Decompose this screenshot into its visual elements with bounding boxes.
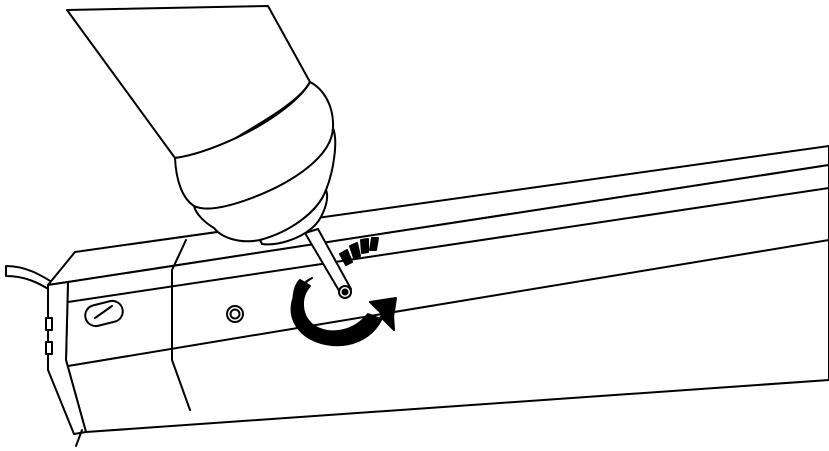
power-drill: [67, 6, 335, 244]
screw-hole: [227, 306, 243, 322]
mounting-rail: [46, 146, 829, 446]
